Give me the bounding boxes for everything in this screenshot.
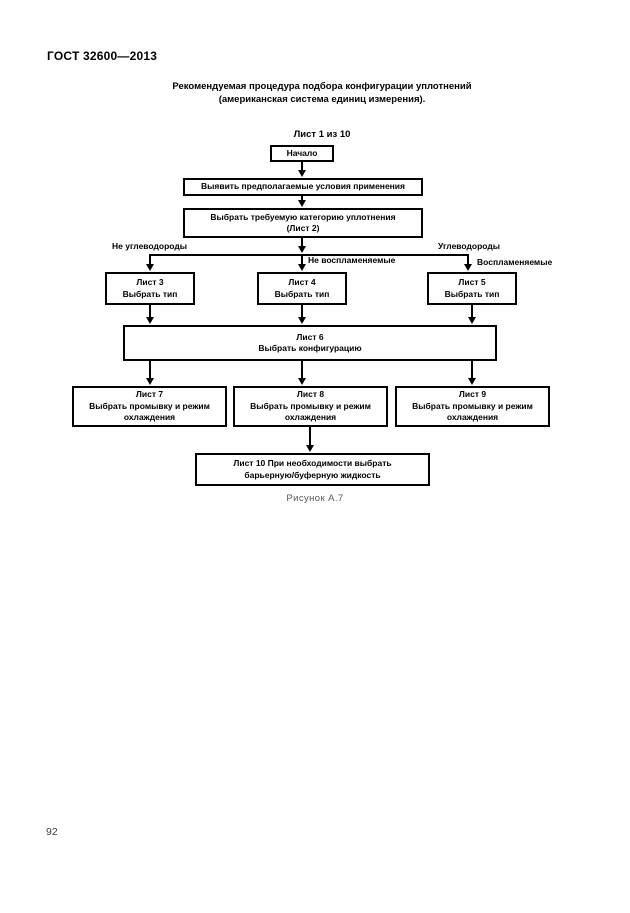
branch-label-non-flammable: Не воспламеняемые (308, 255, 396, 265)
branch-label-non-hydrocarbons: Не углеводороды (112, 241, 188, 251)
branch-label-flammable: Воспламеняемые (477, 257, 553, 267)
node-label-line3: охлаждения (123, 412, 176, 423)
node-label-line3: охлаждения (446, 412, 499, 423)
flowchart-node-start: Начало (270, 145, 334, 162)
figure-title-line1: Рекомендуемая процедура подбора конфигур… (172, 81, 472, 92)
figure-title-line2: (американская система единиц измерения). (218, 94, 426, 105)
flowchart-node-sheet9-select-flush: Лист 9 Выбрать промывку и режим охлажден… (395, 386, 550, 427)
node-label: Выявить предполагаемые условия применени… (200, 181, 405, 192)
figure-title-block: Рекомендуемая процедура подбора конфигур… (0, 80, 630, 140)
document-header: ГОСТ 32600—2013 (47, 49, 158, 63)
node-label-line2: Выбрать промывку и режим (412, 400, 533, 411)
node-label-line2: Выбрать тип (122, 288, 178, 299)
flowchart-node-sheet8-select-flush: Лист 8 Выбрать промывку и режим охлажден… (233, 386, 388, 427)
node-label-line2: Выбрать конфигурацию (258, 343, 362, 353)
flowchart-connectors (146, 162, 476, 452)
node-label-line2: барьерную/буферную жидкость (244, 469, 381, 480)
flowchart-node-select-category: Выбрать требуемую категорию уплотнения (… (183, 208, 423, 238)
node-label-line1: Лист 4 (288, 277, 316, 287)
node-label-line1: Лист 3 (136, 277, 164, 287)
node-label-line1: Лист 10 При необходимости выбрать (233, 458, 392, 468)
node-label-line2: (Лист 2) (286, 223, 320, 233)
flowchart-node-sheet6-select-configuration: Лист 6 Выбрать конфигурацию (123, 325, 497, 361)
node-label-line2: Выбрать промывку и режим (250, 400, 371, 411)
branch-label-hydrocarbons: Углеводороды (438, 241, 501, 251)
node-label-line1: Лист 8 (296, 389, 325, 400)
node-label-line1: Лист 5 (458, 277, 486, 287)
page-number: 92 (46, 826, 58, 838)
node-label-line1: Лист 9 (458, 389, 487, 400)
node-label-line1: Лист 7 (135, 389, 164, 400)
flowchart-node-sheet7-select-flush: Лист 7 Выбрать промывку и режим охлажден… (72, 386, 227, 427)
node-label-line2: Выбрать промывку и режим (89, 400, 210, 411)
node-label-line2: Выбрать тип (274, 288, 330, 299)
flowchart-node-sheet3-select-type: Лист 3 Выбрать тип (105, 272, 195, 305)
node-label-line1: Выбрать требуемую категорию уплотнения (210, 211, 396, 222)
flowchart-node-sheet4-select-type: Лист 4 Выбрать тип (257, 272, 347, 305)
node-label-line3: охлаждения (284, 412, 337, 423)
node-label-line2: Выбрать тип (444, 288, 500, 299)
flowchart-node-sheet5-select-type: Лист 5 Выбрать тип (427, 272, 517, 305)
sheet-indicator: Лист 1 из 10 (293, 129, 351, 140)
flowchart-node-identify-conditions: Выявить предполагаемые условия применени… (183, 178, 423, 196)
node-label-line1: Лист 6 (296, 331, 324, 342)
flowchart-node-sheet10-barrier-fluid: Лист 10 При необходимости выбрать барьер… (195, 453, 430, 486)
node-label: Начало (286, 147, 318, 158)
figure-caption: Рисунок А.7 (286, 493, 344, 504)
